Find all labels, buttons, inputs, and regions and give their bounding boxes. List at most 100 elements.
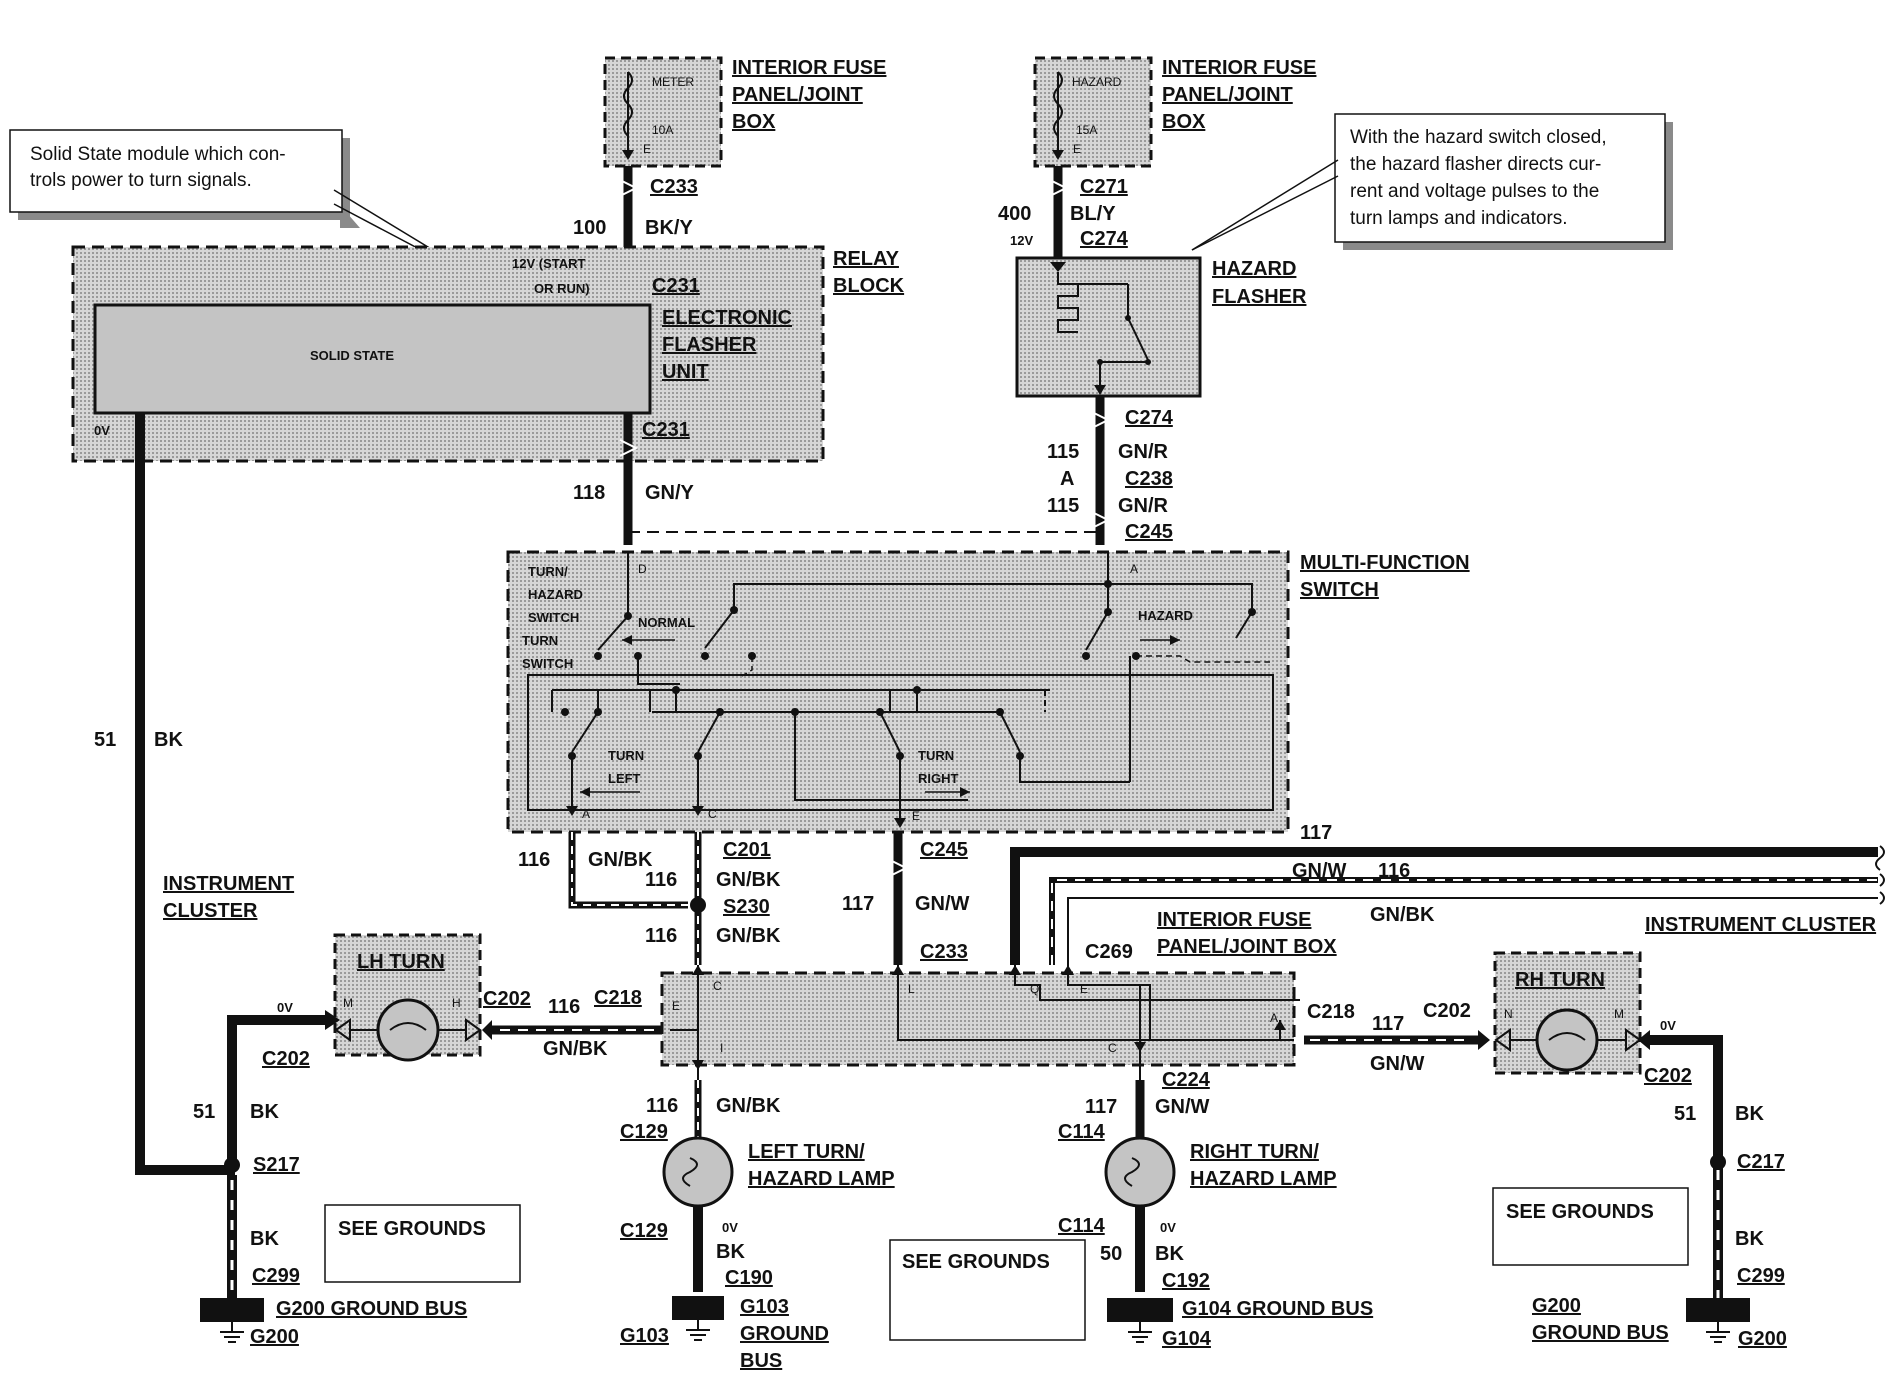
right-lamp-gnw: GN/W	[1155, 1096, 1210, 1118]
g200-right-ground-block	[1686, 1298, 1750, 1322]
lh-51: 51	[193, 1101, 215, 1123]
pin-a: A	[582, 807, 590, 821]
pin-a: A	[1060, 468, 1074, 490]
splice-s230-dot	[690, 897, 706, 913]
lh-turn-bulb-icon	[376, 998, 440, 1062]
conn-c299-rh: C299	[1737, 1265, 1785, 1287]
right-lamp-50: 50	[1100, 1243, 1122, 1265]
color-bky: BK/Y	[645, 217, 693, 239]
g103-label: G103	[620, 1325, 669, 1347]
color-gnw-link: GN/W	[1370, 1053, 1425, 1075]
conn-c202-right: C202	[1423, 1000, 1471, 1022]
supply-label-2: OR RUN)	[534, 281, 590, 296]
hazard-flasher: HAZARD FLASHER	[1015, 256, 1307, 398]
right-116: 116	[1378, 860, 1410, 882]
conn-c269: C269	[1085, 941, 1133, 963]
fuse-rating: 15A	[1076, 123, 1097, 137]
left-lamp-title-1: LEFT TURN/	[748, 1141, 865, 1163]
right-lamp-title-1: RIGHT TURN/	[1190, 1141, 1319, 1163]
circuit-118: 118	[573, 482, 605, 504]
pin-e: E	[672, 999, 680, 1013]
g103-ground-1: G103	[740, 1296, 789, 1318]
circuit-115-a: 115	[1047, 441, 1079, 463]
g200-ground-block	[200, 1298, 264, 1322]
see-grounds-1: SEE GROUNDS	[338, 1218, 486, 1240]
note-line-2: the hazard flasher directs cur-	[1350, 154, 1601, 175]
pin-c: C	[708, 807, 717, 821]
circuit-116-link: 116	[548, 996, 580, 1018]
right-lamp-title-2: HAZARD LAMP	[1190, 1168, 1337, 1190]
see-grounds-boxes: SEE GROUNDS SEE GROUNDS SEE GROUNDS	[324, 1187, 1689, 1341]
hazard-flasher-title-2: FLASHER	[1212, 286, 1307, 308]
conn-c129-bottom: C129	[620, 1220, 668, 1242]
conn-c245-bottom: C245	[920, 839, 968, 861]
conn-c201: C201	[723, 839, 771, 861]
turn-left-2: LEFT	[608, 771, 641, 786]
conn-c299-left: C299	[252, 1265, 300, 1287]
right-ground: G200 GROUND BUS G200	[1532, 1295, 1787, 1350]
lamp-gnbk: GN/BK	[716, 1095, 781, 1117]
supply-label-1: 12V (START	[512, 256, 585, 271]
fuse-title-1: INTERIOR FUSE	[1162, 57, 1316, 79]
circuit-400: 400	[998, 203, 1031, 225]
mfs-title-1: MULTI-FUNCTION	[1300, 552, 1470, 574]
right-gnbk: GN/BK	[1370, 904, 1435, 926]
lh-bk: BK	[250, 1101, 279, 1123]
rh-m: M	[1614, 1007, 1624, 1021]
flasher-unit-2: FLASHER	[662, 334, 757, 356]
g104-ground-bus: G104 GROUND BUS	[1182, 1298, 1373, 1320]
color-gnw: GN/W	[915, 893, 970, 915]
left-lamp-zero-v: 0V	[722, 1220, 738, 1235]
turn-switch-2: SWITCH	[522, 656, 573, 671]
color-gnbk-c: GN/BK	[716, 925, 781, 947]
switch-label-2: HAZARD	[528, 587, 583, 602]
color-gnbk-b: GN/BK	[716, 869, 781, 891]
left-lamp-bulb-icon	[662, 1136, 734, 1208]
circuit-100: 100	[573, 217, 606, 239]
multi-function-switch: MULTI-FUNCTION SWITCH TURN/ HAZARD SWITC…	[506, 550, 1470, 834]
color-gnbk-a: GN/BK	[588, 849, 653, 871]
conn-c224: C224	[1162, 1069, 1211, 1091]
color-bly: BL/Y	[1070, 203, 1116, 225]
note-line-3: rent and voltage pulses to the	[1350, 181, 1599, 202]
color-gny: GN/Y	[645, 482, 695, 504]
conn-c192: C192	[1162, 1270, 1210, 1292]
voltage-12v: 12V	[1010, 233, 1033, 248]
splice-s230: S230	[723, 896, 770, 918]
wire-51-left: 51 BK	[94, 413, 235, 1175]
g200-right-ground-2: GROUND BUS	[1532, 1322, 1669, 1344]
fuse-terminal: E	[643, 142, 651, 156]
fuse-terminal: E	[1073, 142, 1081, 156]
zero-v: 0V	[94, 423, 110, 438]
wire-100: C233 100 BK/Y	[573, 166, 698, 296]
fuse-title-2: PANEL/JOINT	[1162, 84, 1293, 106]
color-gnr-a: GN/R	[1118, 441, 1169, 463]
color-gnbk-link: GN/BK	[543, 1038, 608, 1060]
conn-c218-left: C218	[594, 987, 642, 1009]
interior-fuse-panel-bottom: INTERIOR FUSE PANEL/JOINT BOX C E I L Q …	[482, 909, 1490, 1080]
circuit-116-b: 116	[645, 869, 677, 891]
lh-h: H	[452, 996, 461, 1010]
see-grounds-3: SEE GROUNDS	[1506, 1201, 1654, 1223]
right-lamp-117: 117	[1085, 1096, 1117, 1118]
rh-turn-bulb-icon	[1535, 1008, 1599, 1072]
conn-c231-bottom: C231	[642, 419, 690, 441]
conn-c129-top: C129	[620, 1121, 668, 1143]
rh-n: N	[1504, 1007, 1513, 1021]
conn-c190: C190	[725, 1267, 773, 1289]
right-gnw: GN/W	[1292, 860, 1347, 882]
hazard-label: HAZARD	[1138, 608, 1193, 623]
solid-state-label: SOLID STATE	[310, 348, 394, 363]
conn-c274-top: C274	[1080, 228, 1129, 250]
fuse-title-3: BOX	[1162, 111, 1206, 133]
circuit-115-b: 115	[1047, 495, 1079, 517]
fuse-rating: 10A	[652, 123, 673, 137]
relay-title-1: RELAY	[833, 248, 900, 270]
right-turn-lamp: C224 117 GN/W C114 RIGHT TURN/ HAZARD LA…	[1058, 1069, 1373, 1350]
g103-ground-block	[672, 1296, 724, 1320]
instrument-cluster-right: INSTRUMENT CLUSTER	[1645, 914, 1877, 936]
conn-c114-bottom: C114	[1058, 1215, 1106, 1237]
mfs-title-2: SWITCH	[1300, 579, 1379, 601]
switch-label-3: SWITCH	[528, 610, 579, 625]
conn-c231-top: C231	[652, 275, 700, 297]
